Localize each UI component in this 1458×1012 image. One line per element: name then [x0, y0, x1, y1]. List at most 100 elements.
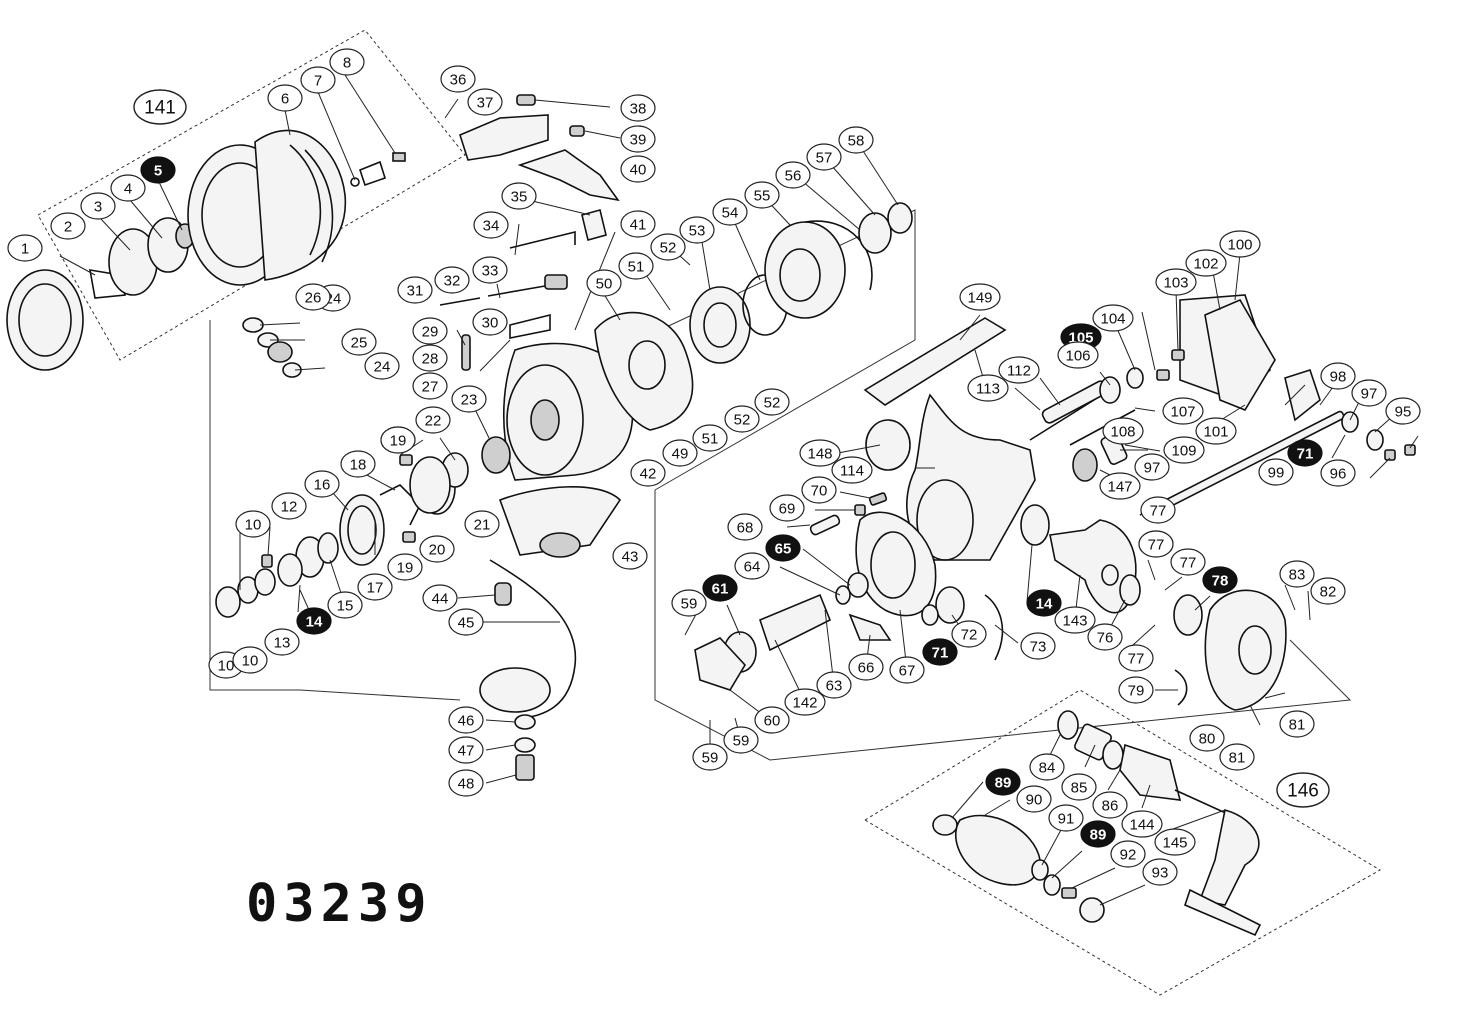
- part-callout-90: 90: [1016, 785, 1052, 813]
- svg-text:38: 38: [630, 101, 647, 118]
- svg-text:109: 109: [1171, 443, 1196, 460]
- svg-text:144: 144: [1129, 817, 1154, 834]
- part-callout-79: 79: [1118, 676, 1154, 704]
- part-callout-3: 3: [80, 192, 116, 220]
- svg-text:67: 67: [899, 663, 916, 680]
- svg-text:80: 80: [1199, 731, 1216, 748]
- part-callout-81: 81: [1279, 710, 1315, 738]
- svg-text:57: 57: [816, 150, 833, 167]
- part-callout-46: 46: [448, 706, 484, 734]
- svg-text:52: 52: [660, 240, 677, 257]
- part-callout-13: 13: [264, 628, 300, 656]
- part-callout-51: 51: [692, 424, 728, 452]
- group-label-handle-assembly: 146: [1276, 772, 1330, 808]
- part-callout-106: 106: [1057, 341, 1099, 369]
- svg-text:42: 42: [640, 466, 657, 483]
- svg-text:10: 10: [242, 653, 259, 670]
- svg-text:77: 77: [1148, 537, 1165, 554]
- part-callout-21: 21: [464, 510, 500, 538]
- svg-text:6: 6: [281, 91, 289, 108]
- svg-text:14: 14: [1036, 596, 1053, 613]
- svg-text:44: 44: [432, 591, 449, 608]
- part-callout-85: 85: [1061, 773, 1097, 801]
- svg-text:3: 3: [94, 199, 102, 216]
- part-callout-147: 147: [1099, 472, 1141, 500]
- part-callout-70: 70: [801, 476, 837, 504]
- svg-text:97: 97: [1361, 386, 1378, 403]
- svg-text:46: 46: [458, 713, 475, 730]
- part-callout-52: 52: [724, 405, 760, 433]
- svg-text:5: 5: [154, 163, 162, 180]
- part-callout-143: 143: [1054, 606, 1096, 634]
- part-callout-149: 149: [959, 283, 1001, 311]
- svg-text:41: 41: [630, 217, 647, 234]
- part-callout-98: 98: [1320, 362, 1356, 390]
- part-callout-33: 33: [472, 256, 508, 284]
- svg-text:96: 96: [1330, 466, 1347, 483]
- svg-text:73: 73: [1030, 639, 1047, 656]
- svg-text:53: 53: [689, 223, 706, 240]
- part-callout-4: 4: [110, 174, 146, 202]
- part-callout-103: 103: [1155, 268, 1197, 296]
- part-callout-93: 93: [1142, 858, 1178, 886]
- part-callout-19: 19: [387, 553, 423, 581]
- part-callout-36: 36: [440, 65, 476, 93]
- part-callout-31: 31: [397, 276, 433, 304]
- part-callout-114: 114: [831, 456, 873, 484]
- svg-text:147: 147: [1107, 479, 1132, 496]
- part-callout-19: 19: [380, 426, 416, 454]
- svg-text:107: 107: [1170, 404, 1195, 421]
- svg-text:113: 113: [976, 381, 1000, 398]
- part-callout-8: 8: [329, 48, 365, 76]
- svg-text:37: 37: [477, 95, 494, 112]
- svg-text:59: 59: [733, 733, 750, 750]
- part-callout-78: 78: [1202, 566, 1238, 594]
- svg-text:54: 54: [722, 205, 739, 222]
- part-callout-17: 17: [357, 573, 393, 601]
- part-callout-59: 59: [692, 743, 728, 771]
- part-callout-72: 72: [951, 620, 987, 648]
- group-labels: 14 114 6: [133, 89, 1330, 808]
- svg-text:82: 82: [1320, 584, 1337, 601]
- diagram-code: 03239: [246, 874, 433, 934]
- svg-text:59: 59: [702, 750, 719, 767]
- rotor-parts: [418, 94, 913, 781]
- part-callout-77: 77: [1118, 644, 1154, 672]
- part-callout-23: 23: [451, 385, 487, 413]
- body-parts-right: [694, 294, 1416, 711]
- part-callout-16: 16: [304, 470, 340, 498]
- part-callout-145: 145: [1154, 828, 1196, 856]
- svg-text:7: 7: [314, 73, 322, 90]
- svg-text:98: 98: [1330, 369, 1347, 386]
- part-callout-83: 83: [1279, 560, 1315, 588]
- part-callout-52: 52: [754, 388, 790, 416]
- part-callout-42: 42: [630, 459, 666, 487]
- svg-text:86: 86: [1102, 798, 1119, 815]
- svg-text:28: 28: [422, 351, 439, 368]
- svg-text:76: 76: [1097, 630, 1114, 647]
- svg-text:33: 33: [482, 263, 499, 280]
- svg-text:64: 64: [744, 559, 761, 576]
- svg-text:29: 29: [422, 324, 439, 341]
- svg-text:83: 83: [1289, 567, 1306, 584]
- part-callout-56: 56: [775, 161, 811, 189]
- svg-text:81: 81: [1289, 717, 1306, 734]
- part-callout-45: 45: [448, 608, 484, 636]
- part-callout-77: 77: [1138, 530, 1174, 558]
- svg-text:69: 69: [779, 501, 796, 518]
- part-callout-86: 86: [1092, 791, 1128, 819]
- svg-text:18: 18: [350, 457, 367, 474]
- part-callout-101: 101: [1195, 417, 1237, 445]
- part-callout-89: 89: [985, 768, 1021, 796]
- svg-text:23: 23: [461, 392, 478, 409]
- part-callout-100: 100: [1219, 230, 1261, 258]
- part-callout-1: 1: [7, 234, 43, 262]
- svg-text:71: 71: [932, 645, 949, 662]
- spool-assembly-parts: [6, 129, 406, 371]
- part-callout-27: 27: [412, 372, 448, 400]
- part-callout-109: 109: [1163, 436, 1205, 464]
- part-callout-48: 48: [448, 769, 484, 797]
- part-callout-60: 60: [754, 706, 790, 734]
- part-callout-10: 10: [235, 510, 271, 538]
